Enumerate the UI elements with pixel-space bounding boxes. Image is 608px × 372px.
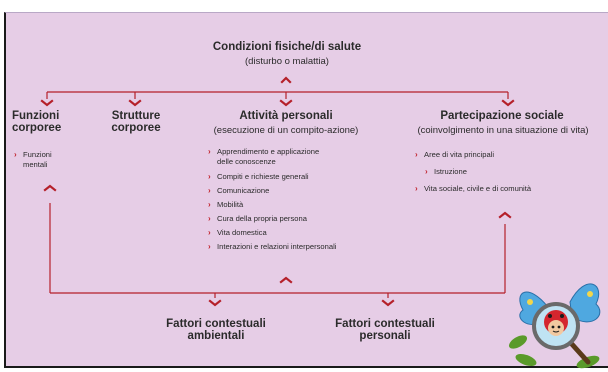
chevron-right-icon: › <box>208 172 211 181</box>
participation-title: Partecipazione sociale <box>440 110 564 122</box>
list-item: › Compiti e richieste generali <box>208 172 309 181</box>
chevron-down-icon <box>279 99 293 107</box>
chevron-right-icon: › <box>425 167 428 176</box>
list-item: › Funzioni mentali <box>14 150 52 169</box>
chevron-down-icon <box>40 99 54 107</box>
body-functions-title: Funzioni corporee <box>12 110 62 134</box>
chevron-right-icon: › <box>208 214 211 223</box>
list-item: › Vita domestica <box>208 228 267 237</box>
chevron-right-icon: › <box>415 184 418 193</box>
chevron-down-icon <box>208 299 222 307</box>
list-item: › Cura della propria persona <box>208 214 307 223</box>
chevron-right-icon: › <box>14 150 17 159</box>
diagram-panel <box>4 12 608 368</box>
health-condition-title: Condizioni fisiche/di salute <box>212 41 362 53</box>
chevron-right-icon: › <box>208 228 211 237</box>
chevron-right-icon: › <box>208 186 211 195</box>
chevron-up-icon <box>498 211 512 219</box>
activities-subtitle: (esecuzione di un compito-azione) <box>213 125 359 136</box>
personal-factors-title: Fattori contestuali personali <box>335 318 435 342</box>
environmental-factors-title: Fattori contestuali ambientali <box>166 318 266 342</box>
chevron-up-icon <box>279 276 293 284</box>
list-item: › Vita sociale, civile e di comunità <box>415 184 532 193</box>
chevron-right-icon: › <box>415 150 418 159</box>
chevron-down-icon <box>381 299 395 307</box>
health-condition-subtitle: (disturbo o malattia) <box>245 56 329 67</box>
list-item: › Apprendimento e applicazione delle con… <box>208 147 320 166</box>
list-item: › Istruzione <box>425 167 467 176</box>
chevron-down-icon <box>501 99 515 107</box>
activities-title: Attività personali <box>239 110 333 122</box>
participation-subtitle: (coinvolgimento in una situazione di vit… <box>417 125 589 136</box>
chevron-right-icon: › <box>208 200 211 209</box>
chevron-up-icon <box>280 76 292 84</box>
list-item: › Interazioni e relazioni interpersonali <box>208 242 337 251</box>
list-item: › Aree di vita principali <box>415 150 495 159</box>
list-item: › Mobilità <box>208 200 244 209</box>
chevron-right-icon: › <box>208 242 211 251</box>
chevron-down-icon <box>128 99 142 107</box>
list-item: › Comunicazione <box>208 186 270 195</box>
body-structures-title: Strutture corporee <box>111 110 161 134</box>
chevron-up-icon <box>43 184 57 192</box>
fairy-magnifier-illustration <box>508 283 601 369</box>
chevron-right-icon: › <box>208 147 211 156</box>
